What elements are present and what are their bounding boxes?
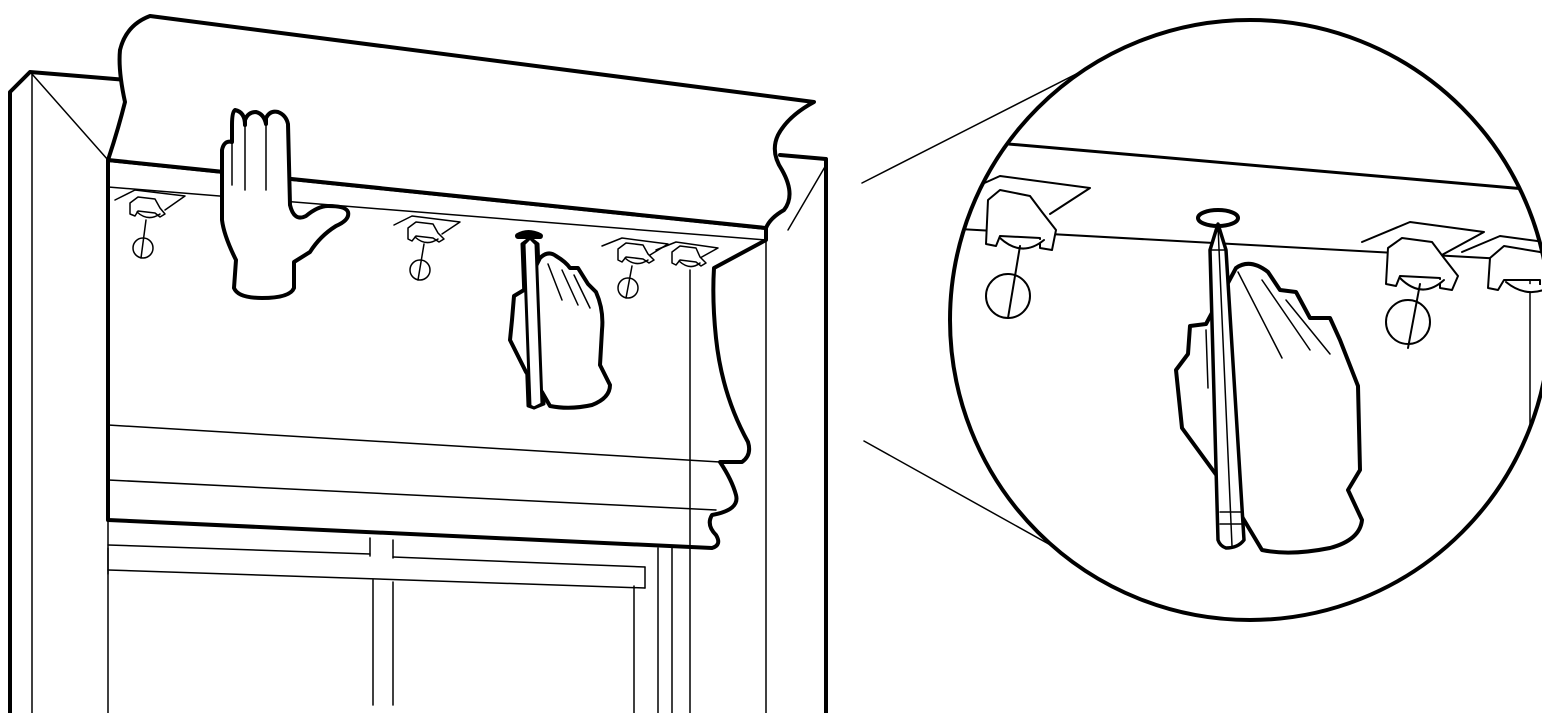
window-glass	[108, 520, 690, 713]
overview-scene	[10, 16, 826, 713]
detail-view	[940, 20, 1542, 620]
